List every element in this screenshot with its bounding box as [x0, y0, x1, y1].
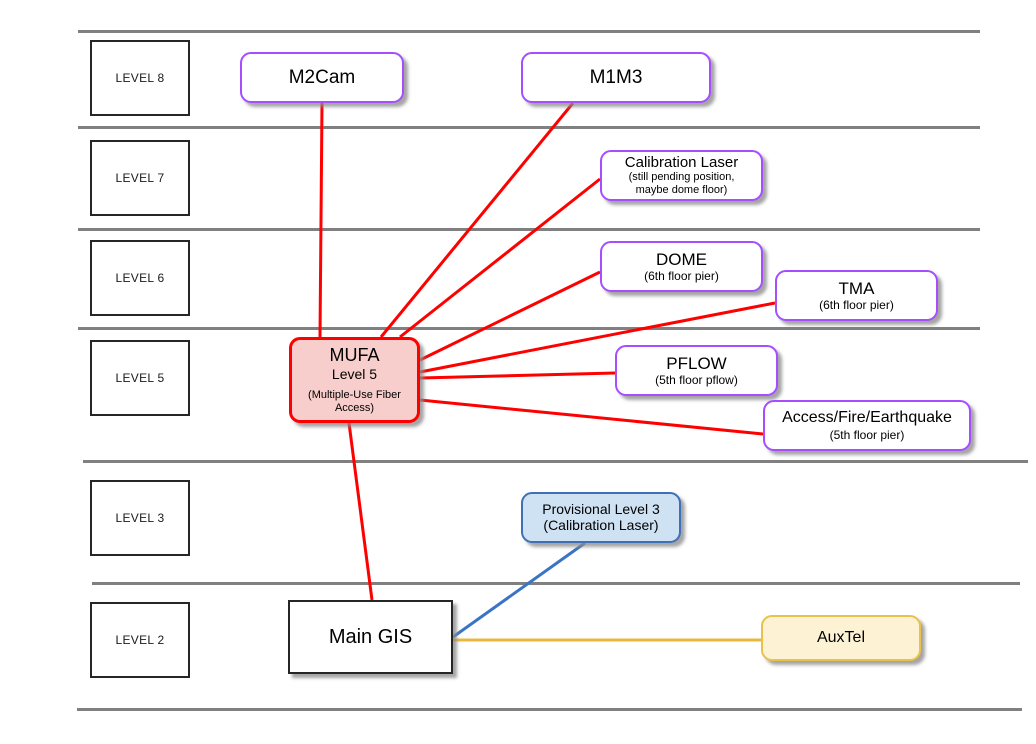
sep-5-3: [83, 460, 1028, 463]
level-box-label: LEVEL 7: [115, 171, 165, 185]
node-mufa-title: MUFA: [329, 345, 380, 366]
node-auxtel-title: AuxTel: [816, 628, 866, 646]
node-mufa-subtitle: Level 5: [331, 365, 378, 382]
level-box-level-6: LEVEL 6: [90, 240, 190, 316]
level-box-level-7: LEVEL 7: [90, 140, 190, 216]
node-auxtel[interactable]: AuxTel: [761, 615, 921, 661]
level-box-label: LEVEL 2: [115, 633, 165, 647]
node-calibration-laser-title: Calibration Laser: [624, 153, 739, 171]
node-calibration-laser[interactable]: Calibration Laser(still pending position…: [600, 150, 763, 201]
node-m1m3[interactable]: M1M3: [521, 52, 711, 103]
node-provisional-level-3[interactable]: Provisional Level 3(Calibration Laser): [521, 492, 681, 543]
node-tma-title: TMA: [838, 278, 875, 298]
node-mufa-note: (Multiple-Use Fiber Access): [308, 388, 401, 414]
edge-main-gis-provisional: [452, 541, 586, 639]
level-box-level-8: LEVEL 8: [90, 40, 190, 116]
node-m2cam-title: M2Cam: [288, 66, 356, 88]
node-main-gis[interactable]: Main GIS: [288, 600, 453, 674]
node-tma-subtitle: (6th floor pier): [819, 298, 894, 313]
node-calibration-laser-subtitle: (still pending position, maybe dome floo…: [628, 170, 735, 197]
level-box-label: LEVEL 8: [115, 71, 165, 85]
edge-mufa-access: [419, 398, 764, 436]
sep-3-2: [92, 582, 1020, 585]
level-box-level-2: LEVEL 2: [90, 602, 190, 678]
node-dome-subtitle: (6th floor pier): [644, 269, 719, 284]
node-tma[interactable]: TMA(6th floor pier): [775, 270, 938, 321]
node-access-fire-earthquake[interactable]: Access/Fire/Earthquake(5th floor pier): [763, 400, 971, 451]
node-m1m3-title: M1M3: [589, 66, 643, 88]
sep-6-5: [78, 327, 980, 330]
node-access-fire-earthquake-subtitle: (5th floor pier): [829, 427, 905, 442]
node-dome-title: DOME: [656, 249, 707, 269]
edge-mufa-pflow: [419, 371, 616, 380]
level-box-label: LEVEL 5: [115, 371, 165, 385]
node-pflow-title: PFLOW: [666, 353, 727, 373]
sep-top: [78, 30, 980, 33]
sep-7-6: [78, 228, 980, 231]
level-box-label: LEVEL 6: [115, 271, 165, 285]
level-box-level-3: LEVEL 3: [90, 480, 190, 556]
node-provisional-level-3-subtitle: (Calibration Laser): [543, 517, 659, 534]
node-pflow-subtitle: (5th floor pflow): [655, 373, 738, 388]
node-pflow[interactable]: PFLOW(5th floor pflow): [615, 345, 778, 396]
edge-mufa-dome: [419, 270, 601, 362]
node-m2cam[interactable]: M2Cam: [240, 52, 404, 103]
node-access-fire-earthquake-title: Access/Fire/Earthquake: [782, 409, 952, 427]
level-box-label: LEVEL 3: [115, 511, 165, 525]
edge-mufa-m2cam: [318, 102, 324, 338]
sep-8-7: [78, 126, 980, 129]
node-main-gis-title: Main GIS: [328, 625, 413, 648]
node-dome[interactable]: DOME(6th floor pier): [600, 241, 763, 292]
node-provisional-level-3-title: Provisional Level 3: [542, 501, 660, 518]
edge-mufa-calibration-laser: [399, 177, 601, 339]
edge-mufa-m1m3: [379, 102, 575, 338]
level-box-level-5: LEVEL 5: [90, 340, 190, 416]
sep-bottom: [77, 708, 1022, 711]
edge-mufa-main-gis: [347, 422, 374, 601]
